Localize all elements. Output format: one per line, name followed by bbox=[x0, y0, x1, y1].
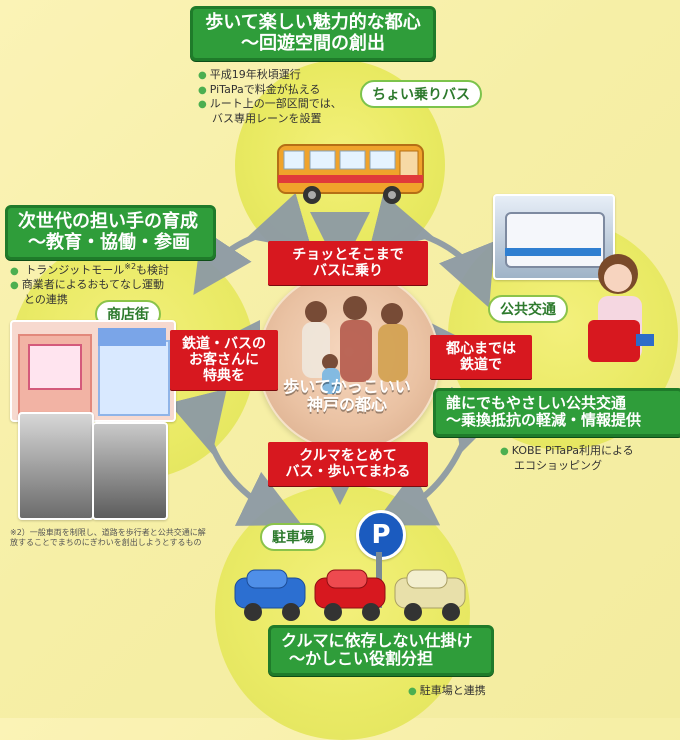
bus-illustration bbox=[277, 144, 424, 204]
cars-illustration bbox=[234, 569, 466, 621]
right-title-box: 誰にでもやさしい公共交通 〜乗換抵抗の軽減・情報提供 bbox=[433, 388, 680, 437]
center-text: 歩いてかっこいい 神戸の都心 bbox=[268, 378, 426, 413]
shop-illustration bbox=[10, 320, 176, 422]
right-bullet-1: KOBE PiTaPa利用による bbox=[500, 444, 670, 459]
shop-roof bbox=[98, 328, 166, 346]
left-bullets: トランジットモール※2も検討 商業者によるおもてなし運動 との連携 bbox=[10, 262, 220, 306]
red-top-line1: チョッとそこまで bbox=[292, 247, 404, 263]
left-bullet-2: 商業者によるおもてなし運動 bbox=[10, 278, 220, 293]
train-photo bbox=[493, 194, 615, 280]
left-title-line1: 次世代の担い手の育成 bbox=[18, 211, 198, 232]
left-bullet-1: トランジットモール※2も検討 bbox=[10, 262, 220, 278]
center-text-line2: 神戸の都心 bbox=[306, 394, 387, 414]
left-bullet-2b: との連携 bbox=[24, 292, 68, 306]
arrow-right-bottom bbox=[373, 387, 508, 526]
red-left-line2: お客さんに bbox=[189, 352, 259, 369]
train-stripe bbox=[505, 248, 601, 256]
right-bullets: KOBE PiTaPa利用による エコショッピング bbox=[500, 444, 670, 472]
center-text-line1: 歩いてかっこいい bbox=[283, 377, 411, 396]
red-left-line1: 鉄道・バスの bbox=[182, 336, 266, 352]
bottom-bullet-1: 駐車場と連携 bbox=[408, 684, 558, 699]
woman-illustration bbox=[588, 254, 654, 362]
top-title-box: 歩いて楽しい魅力的な都心 〜回遊空間の創出 bbox=[190, 6, 436, 62]
people-illustration bbox=[302, 296, 408, 394]
red-right-line2: 鉄道で bbox=[460, 357, 502, 374]
bus-pill: ちょい乗りバス bbox=[360, 80, 482, 108]
red-left-line3: 特典を bbox=[203, 368, 245, 385]
top-bullet-1: 平成19年秋頃運行 bbox=[198, 68, 398, 83]
left-footnote-line1: ※2）一般車両を制限し、道路を歩行者と公共交通に解 bbox=[10, 528, 206, 537]
top-bullet-3: ルート上の一部区間では、 bbox=[198, 97, 398, 112]
arcade-photo-1 bbox=[18, 412, 94, 520]
left-footnote: ※2）一般車両を制限し、道路を歩行者と公共交通に解 放することでまちのにぎわいを… bbox=[10, 528, 230, 548]
parking-sign-letter: P bbox=[371, 520, 391, 550]
shop-left-window bbox=[28, 344, 82, 390]
left-bullet-1-text: トランジットモール bbox=[25, 263, 125, 277]
top-title-line2: 〜回遊空間の創出 bbox=[241, 32, 385, 54]
shop-right-building bbox=[98, 340, 170, 416]
top-title-line1: 歩いて楽しい魅力的な都心 bbox=[205, 12, 421, 33]
right-title-line1: 誰にでもやさしい公共交通 bbox=[446, 394, 627, 412]
left-title-box: 次世代の担い手の育成 〜教育・協働・参画 bbox=[5, 205, 216, 261]
red-bottom-line2: バス・歩いてまわる bbox=[285, 464, 411, 481]
left-title-line2: 〜教育・協働・参画 bbox=[28, 231, 190, 253]
bottom-title-box: クルマに依存しない仕掛け 〜かしこい役割分担 bbox=[268, 625, 494, 676]
train-body bbox=[505, 212, 605, 268]
arcade-photo-2 bbox=[92, 422, 168, 520]
red-bottom-box: クルマをとめて バス・歩いてまわる bbox=[268, 442, 428, 487]
red-top-box: チョッとそこまで バスに乗り bbox=[268, 241, 428, 286]
red-right-box: 都心までは 鉄道で bbox=[430, 335, 532, 380]
bottom-bullets: 駐車場と連携 bbox=[408, 684, 558, 699]
bottom-title-line1: クルマに依存しない仕掛け bbox=[281, 631, 473, 650]
red-bottom-line1: クルマをとめて bbox=[299, 448, 397, 464]
parking-pill: 駐車場 bbox=[260, 523, 326, 551]
red-top-line2: バスに乗り bbox=[313, 263, 383, 280]
top-bullet-2: PiTaPaで料金が払える bbox=[198, 83, 398, 98]
public-transit-pill: 公共交通 bbox=[488, 295, 568, 323]
left-footnote-line2: 放することでまちのにぎわいを創出しようとするもの bbox=[10, 538, 202, 547]
right-bullet-1b: エコショッピング bbox=[514, 458, 602, 472]
top-bullets: 平成19年秋頃運行 PiTaPaで料金が払える ルート上の一部区間では、 バス専… bbox=[198, 68, 398, 125]
top-bullet-3b: バス専用レーンを設置 bbox=[212, 111, 322, 125]
right-title-line2: 〜乗換抵抗の軽減・情報提供 bbox=[446, 411, 642, 430]
arrow-left-bottom bbox=[168, 388, 302, 526]
red-left-box: 鉄道・バスの お客さんに 特典を bbox=[170, 330, 278, 391]
arrow-top-right bbox=[368, 193, 495, 308]
left-bullet-1-footnote-ref: ※2 bbox=[124, 262, 137, 271]
red-right-line1: 都心までは bbox=[446, 341, 516, 357]
bottom-title-line2: 〜かしこい役割分担 bbox=[289, 649, 434, 669]
left-bullet-1-suffix: も検討 bbox=[136, 263, 170, 277]
